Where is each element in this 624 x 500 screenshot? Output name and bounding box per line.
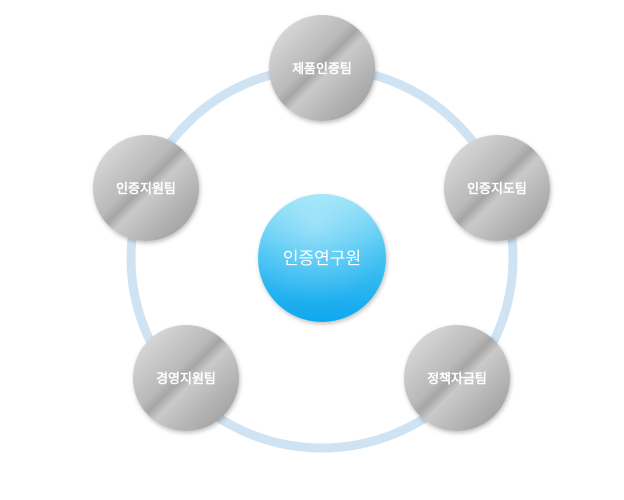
node-bottom-right-label: 정책자금팀 [427, 371, 487, 387]
node-bottom-left-circle [133, 325, 239, 431]
node-right-circle [444, 135, 550, 241]
node-left[interactable]: 인증지원팀 [93, 135, 199, 241]
node-bottom-right[interactable]: 정책자금팀 [404, 325, 510, 431]
node-bottom-right-circle [404, 325, 510, 431]
node-right[interactable]: 인증지도팀 [444, 135, 550, 241]
center-node[interactable]: 인증연구원 [258, 194, 386, 322]
node-right-label: 인증지도팀 [467, 181, 527, 197]
node-bottom-left-label: 경영지원팀 [156, 371, 216, 387]
node-left-label: 인증지원팀 [116, 181, 176, 197]
node-top[interactable]: 제품인증팀 [269, 15, 375, 121]
node-top-label: 제품인증팀 [292, 61, 352, 77]
center-node-highlight [258, 194, 386, 322]
center-node-label: 인증연구원 [283, 249, 361, 269]
node-top-circle [269, 15, 375, 121]
node-bottom-left[interactable]: 경영지원팀 [133, 325, 239, 431]
node-left-circle [93, 135, 199, 241]
